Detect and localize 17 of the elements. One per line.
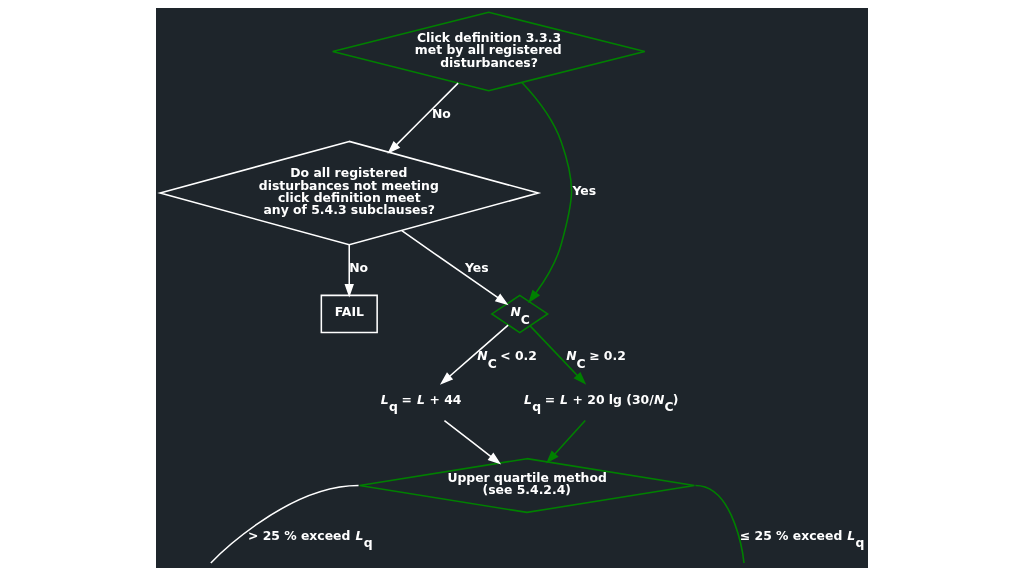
arrow (439, 324, 509, 385)
edge-label: No (431, 106, 451, 122)
edge-label: No (348, 260, 368, 276)
node-diamond: Upper quartile method (see 5.4.2.4) (358, 457, 695, 514)
arrow (528, 325, 586, 385)
connector (209, 484, 359, 564)
arrow (386, 82, 459, 154)
arrow (545, 419, 586, 464)
node-box: FAIL (320, 294, 378, 334)
edge-label: Yes (571, 183, 596, 199)
arrow (344, 244, 354, 298)
arrow (520, 81, 572, 304)
edge-label: Yes (464, 260, 489, 276)
arrow (400, 229, 509, 306)
node-diamond: Click definition 3.3.3 met by all registered disturbances? (331, 11, 646, 92)
arrow (443, 419, 501, 465)
connector (694, 484, 745, 564)
